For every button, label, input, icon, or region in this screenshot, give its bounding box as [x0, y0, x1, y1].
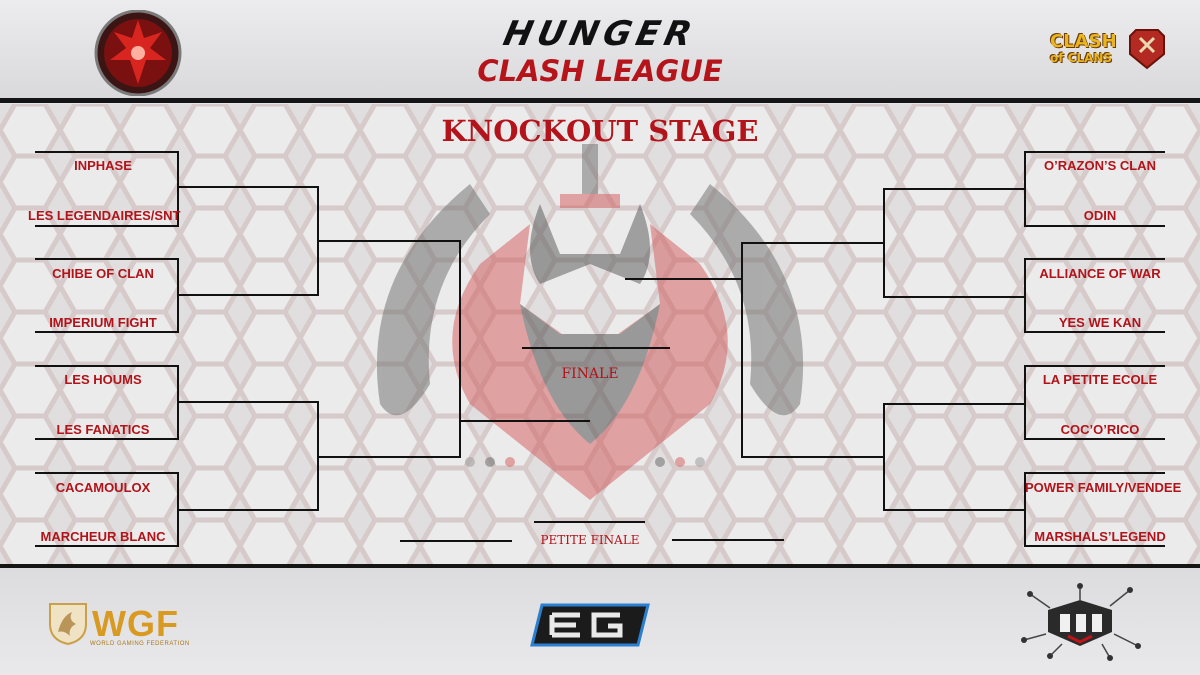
team-left-1: INPHASE — [74, 158, 132, 173]
circuit-logo-icon — [1021, 583, 1141, 661]
team-left-7: CACAMOULOX — [55, 480, 151, 495]
wgf-shield-icon — [49, 603, 87, 646]
stage-title: KNOCKOUT STAGE — [441, 114, 759, 148]
wgf-logo-text: WGF — [92, 603, 179, 644]
eg-logo-icon — [530, 603, 650, 647]
header-subtitle: CLASH LEAGUE — [477, 54, 723, 88]
team-left-3: CHIBE OF CLAN — [52, 266, 154, 281]
header-band — [0, 0, 1200, 100]
wgf-logo-subtitle: WORLD GAMING FEDERATION — [90, 641, 190, 647]
hexagon-pattern — [0, 104, 1200, 564]
team-left-2: LES LEGENDAIRES/SNT — [28, 208, 181, 223]
team-left-5: LES HOUMS — [64, 372, 142, 387]
team-right-6: COC’O’RICO — [1060, 422, 1140, 437]
dragon-emblem-logo — [94, 10, 182, 96]
team-right-5: LA PETITE ECOLE — [1042, 372, 1158, 387]
team-right-2: ODIN — [1083, 208, 1117, 223]
team-right-3: ALLIANCE OF WAR — [1039, 266, 1161, 281]
petite-finale-label: PETITE FINALE — [540, 533, 640, 547]
logo-word-clash: CLASH — [1050, 31, 1117, 52]
team-left-8: MARCHEUR BLANC — [40, 529, 166, 544]
team-right-4: YES WE KAN — [1058, 315, 1142, 330]
dragon-watermark-icon — [376, 144, 804, 500]
team-left-6: LES FANATICS — [56, 422, 150, 437]
top-rule — [0, 98, 1200, 103]
clash-of-clans-text: CLASH of CLANS — [1050, 31, 1117, 66]
clash-of-clans-logo — [1129, 29, 1165, 70]
final-label: FINALE — [561, 366, 619, 382]
team-right-7: POWER FAMILY/VENDEE — [1025, 480, 1182, 495]
logo-word-of-clans: of CLANS — [1050, 51, 1113, 65]
bottom-rule — [0, 563, 1200, 568]
bracket-area — [0, 104, 1200, 564]
team-left-4: IMPERIUM FIGHT — [49, 315, 157, 330]
team-right-1: O’RAZON’S CLAN — [1044, 158, 1156, 173]
team-right-8: MARSHALS’LEGEND — [1034, 529, 1166, 544]
